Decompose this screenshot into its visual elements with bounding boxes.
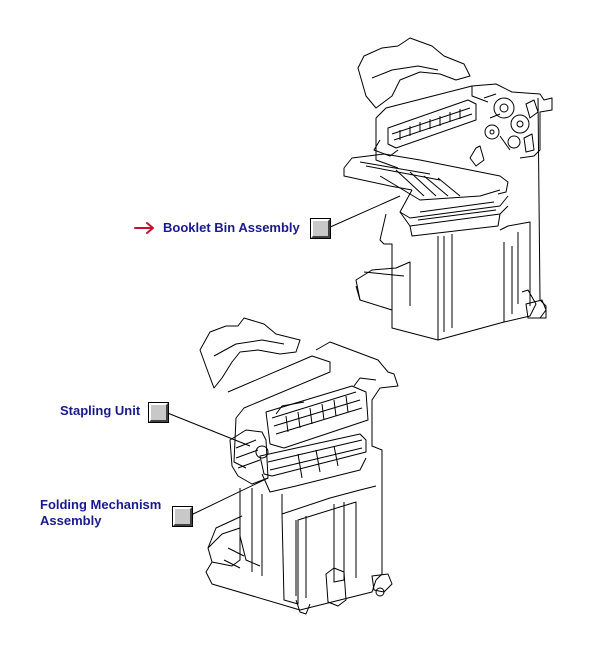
finisher-lower-unit	[199, 317, 399, 615]
stapling-unit-label[interactable]: Stapling Unit	[60, 403, 141, 418]
booklet-bin-assembly-button[interactable]	[311, 219, 330, 238]
right-arrow-icon	[134, 222, 154, 234]
booklet-bin-assembly-label[interactable]: Booklet Bin Assembly	[163, 220, 300, 235]
booklet-maker-upper-unit	[343, 37, 553, 341]
leader-lines	[164, 195, 401, 517]
folding-mechanism-label-line2: Assembly	[40, 513, 102, 528]
folding-mechanism-label-line1: Folding Mechanism	[40, 497, 162, 512]
folding-mechanism-assembly-label[interactable]: Folding Mechanism Assembly	[40, 497, 161, 529]
stapling-unit-button[interactable]	[149, 403, 168, 422]
folding-mechanism-assembly-button[interactable]	[173, 507, 192, 526]
